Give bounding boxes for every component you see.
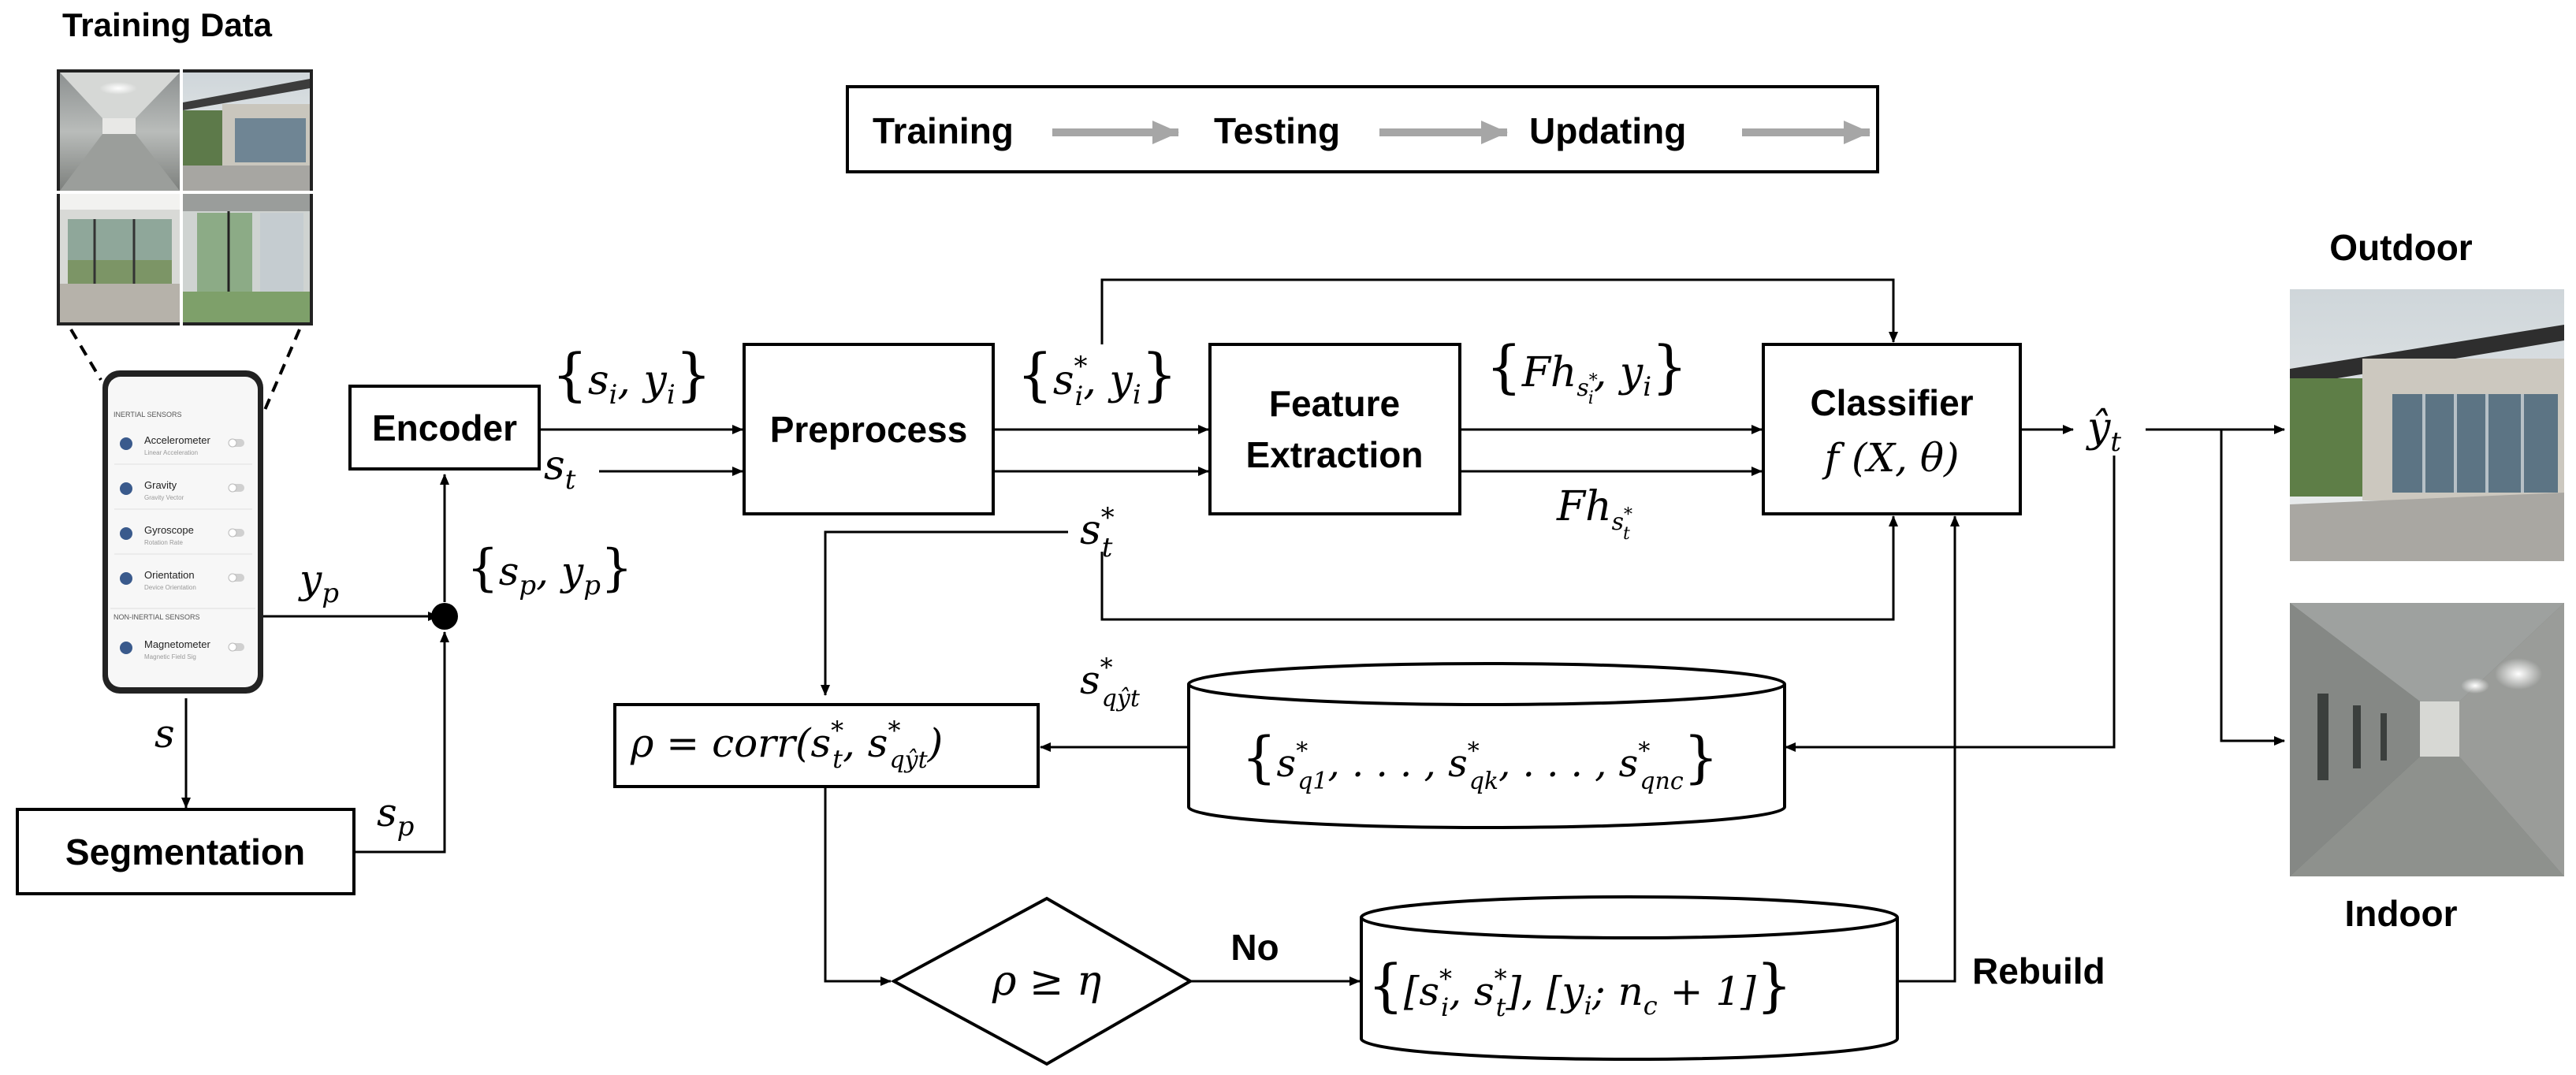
classifier-label: Classifier [1810, 382, 1973, 423]
legend-updating: Updating [1529, 110, 1686, 151]
label-si-star-yi: {s*i, yi} [1017, 341, 1178, 412]
label-s: s [154, 711, 175, 757]
label-sp-yp: {sp, yp} [467, 539, 633, 601]
phone-section-inertial: INERTIAL SENSORS [114, 411, 182, 418]
correlation-formula: ρ = corr(s*t, s*qŷt) [630, 716, 943, 774]
arrow-yhat-to-query-db [1785, 456, 2116, 752]
collage-interior-image [60, 194, 180, 322]
rebuild-database [1360, 895, 1899, 1061]
phone-sensor-name: Accelerometer [144, 434, 210, 446]
encoder-block [348, 385, 541, 471]
training-data-title: Training Data [62, 6, 273, 43]
arrow-rebuild-to-classifier [1897, 515, 1960, 983]
feature-extraction-label-2: Extraction [1246, 434, 1424, 475]
arrow-preprocess-to-classifier-top [1100, 278, 1898, 344]
phone-sensor-toggle-knob [228, 642, 237, 652]
magnet-icon [120, 642, 132, 654]
legend-training: Training [873, 110, 1014, 151]
collage-building-image [183, 73, 310, 191]
phone-sensor-desc: Gravity Vector [144, 494, 184, 501]
label-yp: yp [298, 556, 339, 609]
arrow-st-star-to-classifier [1100, 515, 1898, 621]
arrow-segmentation-to-junction [354, 631, 449, 854]
phone-sensor-desc: Device Orientation [144, 584, 196, 591]
label-fh-st: Fhs*t [1556, 483, 1632, 544]
classifier-function: f (X, θ) [1822, 435, 1960, 481]
arrow-st-star-to-corr [821, 530, 1068, 696]
star-icon [120, 527, 132, 540]
classifier-block [1762, 343, 2022, 515]
indoor-label: Indoor [2344, 893, 2457, 934]
label-fh-si-yi: {Fhs*i, yi} [1486, 333, 1688, 408]
decision-label: ρ ≥ η [992, 958, 1101, 1005]
phone-sensor-name: Gyroscope [144, 524, 194, 536]
phone-sensor-toggle-knob [228, 483, 237, 493]
compass-icon [120, 572, 132, 585]
phone-sensor-toggle-knob [228, 573, 237, 582]
outdoor-image [2290, 289, 2564, 561]
correlation-block [613, 703, 1040, 788]
phone-section-non-inertial: NON-INERTIAL SENSORS [114, 613, 200, 621]
collage-glass-corridor-image [183, 194, 310, 322]
query-database [1187, 662, 1786, 829]
arrow-corr-to-decision [824, 787, 892, 986]
label-st-star: s*t [1080, 502, 1115, 564]
phone-sensor-name: Orientation [144, 569, 195, 581]
feature-extraction-block [1208, 343, 1461, 515]
label-sp: sp [377, 790, 414, 843]
phone-sensor-toggle-knob [228, 438, 237, 448]
preprocess-block [743, 343, 995, 515]
segmentation-block [16, 808, 356, 895]
label-st: st [544, 442, 576, 496]
zoom-line-right [263, 329, 301, 411]
phone-sensor-name: Gravity [144, 479, 177, 491]
label-si-yi: {si, yi} [552, 341, 712, 411]
feature-extraction-label-1: Feature [1269, 383, 1400, 424]
legend-box [846, 85, 1879, 173]
pin-icon [120, 482, 132, 495]
phone-sensor-desc: Magnetic Field Sig [144, 653, 196, 660]
label-sq-yhat: s*qŷt [1080, 653, 1141, 712]
label-yhat: ŷt [2086, 404, 2121, 458]
encoder-label: Encoder [372, 407, 517, 448]
label-rebuild: Rebuild [1972, 950, 2105, 991]
rocket-icon [120, 437, 132, 450]
preprocess-label: Preprocess [770, 409, 968, 450]
collage-corridor-image [60, 73, 180, 191]
zoom-line-left [69, 328, 102, 381]
legend-testing: Testing [1214, 110, 1340, 151]
phone-sensor-desc: Linear Acceleration [144, 449, 198, 456]
label-no: No [1230, 927, 1279, 968]
outdoor-label: Outdoor [2329, 227, 2472, 268]
indoor-image [2290, 603, 2564, 876]
training-data-collage [57, 69, 313, 325]
phone-sensor-toggle-knob [228, 528, 237, 538]
segmentation-label: Segmentation [65, 831, 305, 872]
junction-dot [431, 603, 458, 630]
arrow-yhat-to-indoor [2220, 430, 2285, 746]
phone-sensor-name: Magnetometer [144, 638, 210, 650]
phone-sensor-desc: Rotation Rate [144, 539, 183, 546]
